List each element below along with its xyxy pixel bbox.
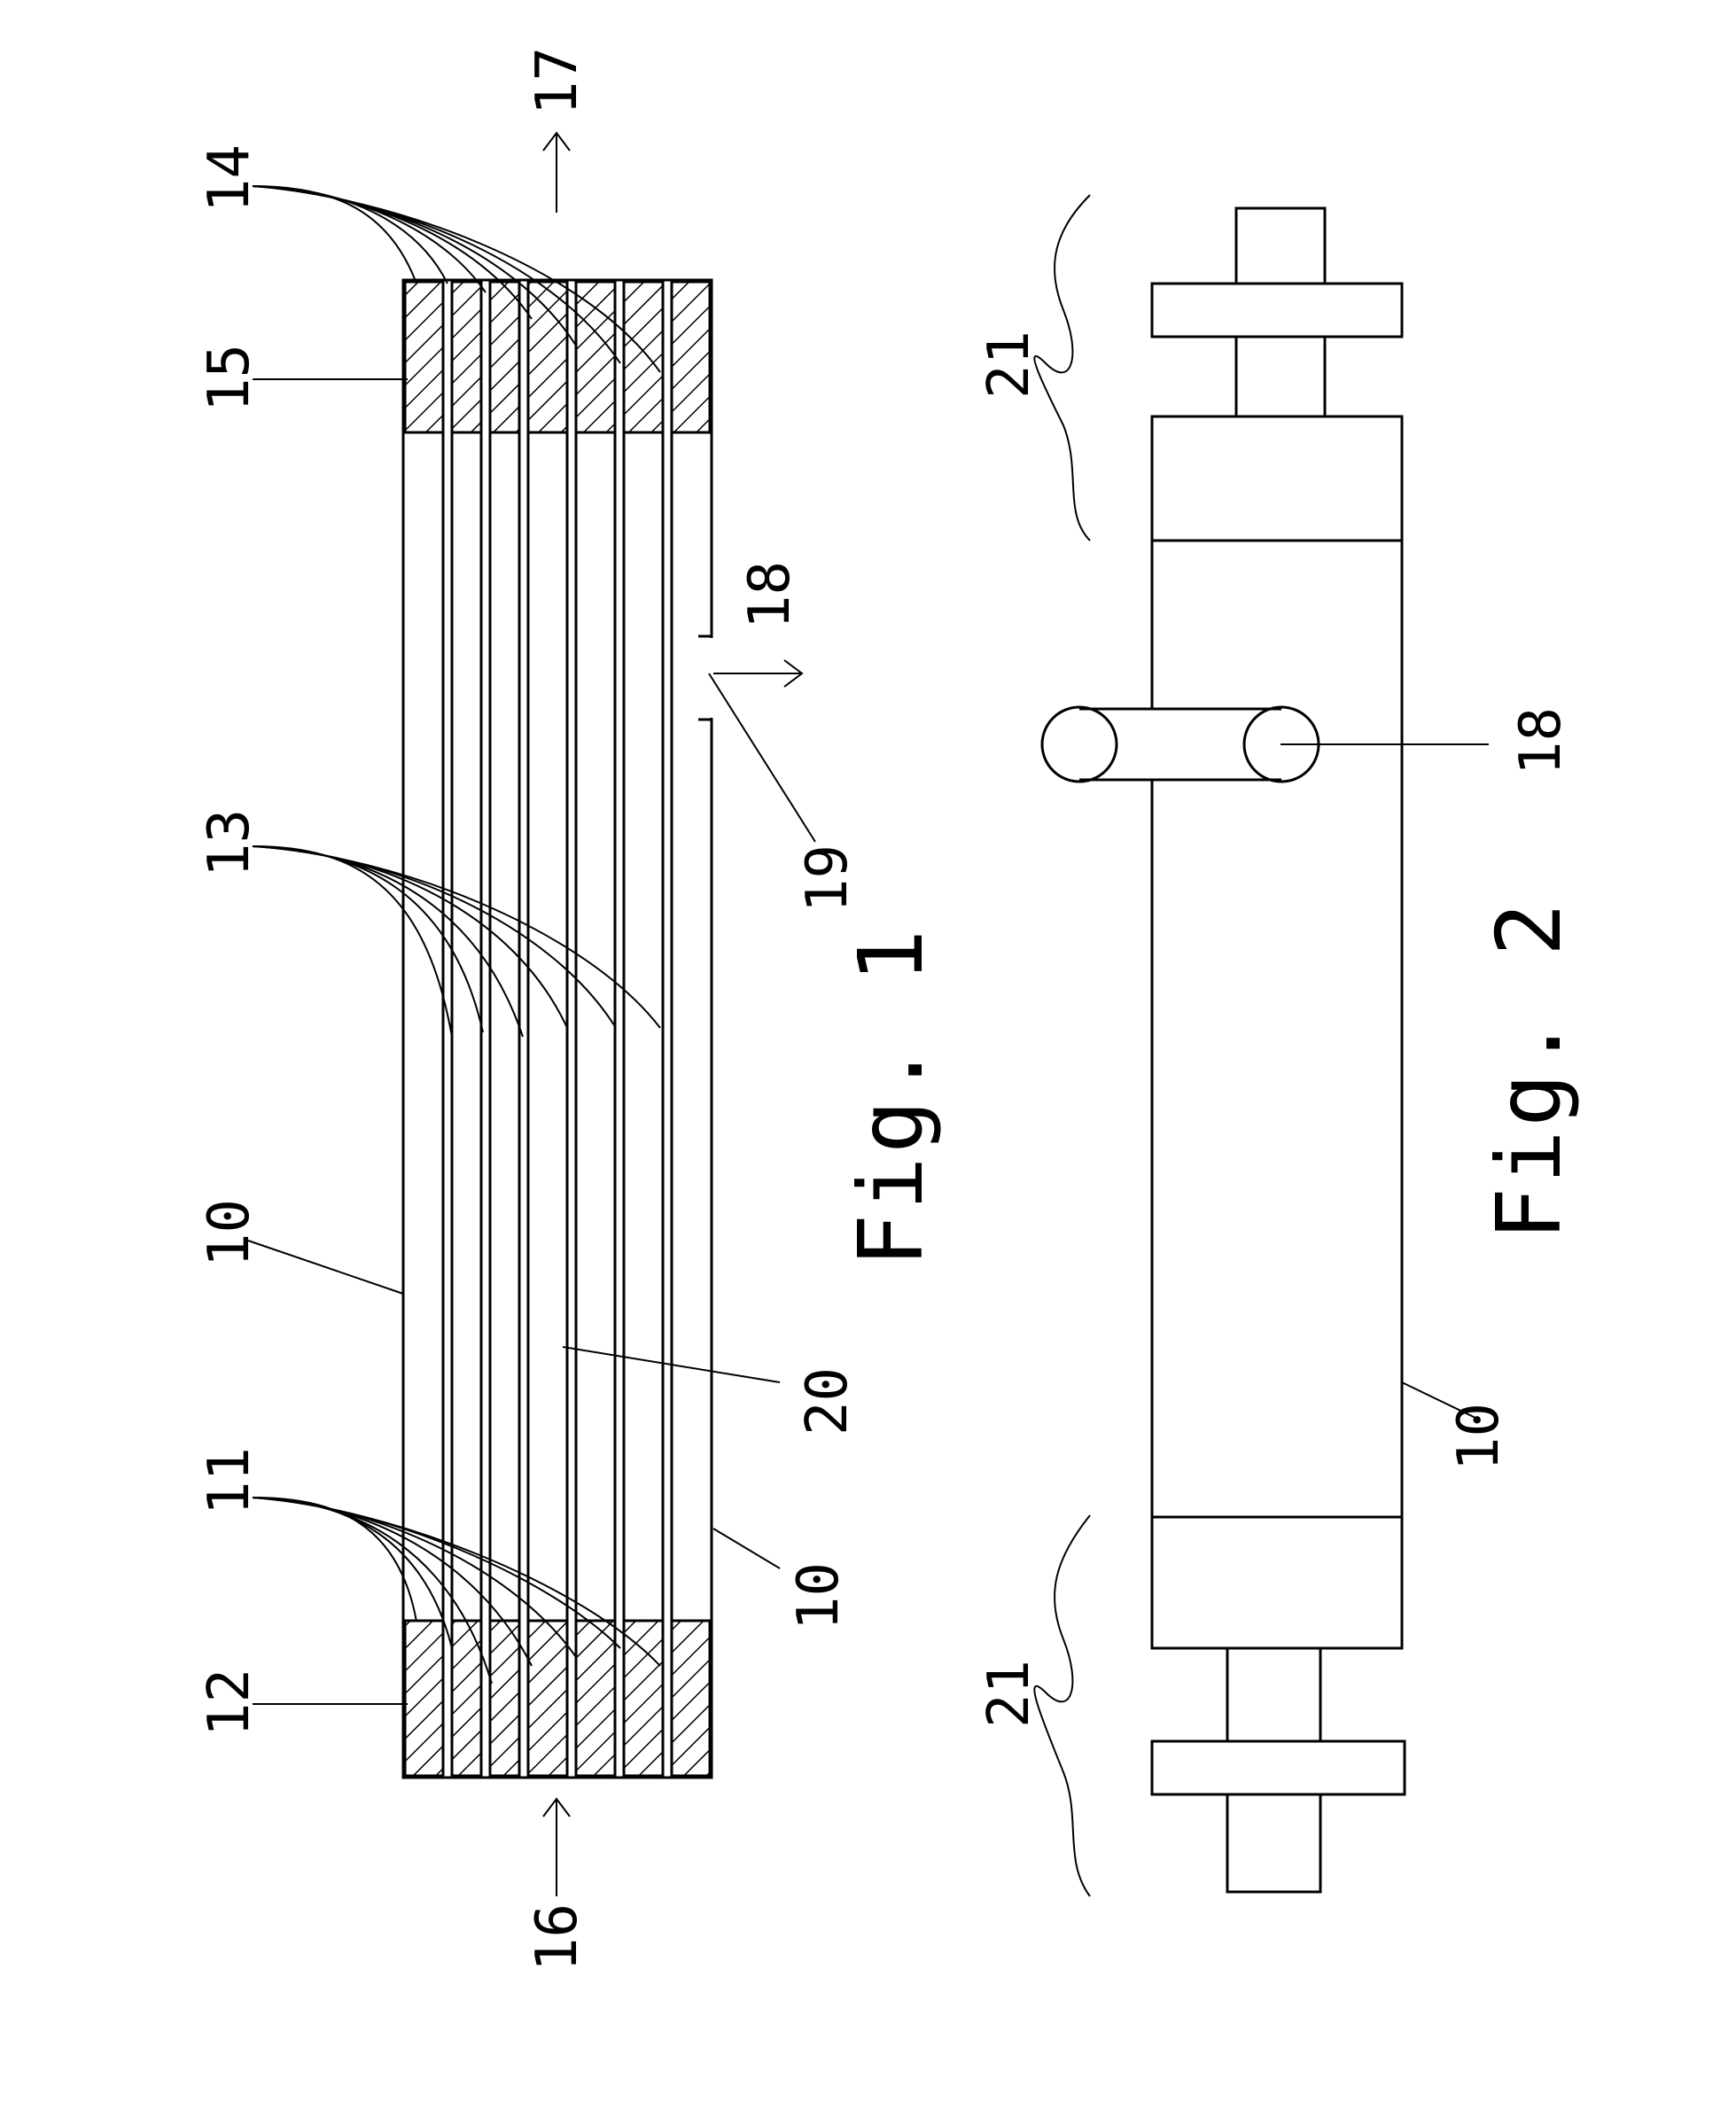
top-potting-seal xyxy=(405,282,710,432)
label-20: 20 xyxy=(795,1367,860,1436)
fig1-caption: Fig. 1 xyxy=(839,926,943,1267)
label-19: 19 xyxy=(795,844,860,913)
label-fig2-21-bottom: 21 xyxy=(977,1660,1042,1728)
label-13: 13 xyxy=(197,809,262,877)
top-end-fitting xyxy=(1152,208,1402,416)
label-14: 14 xyxy=(197,144,262,213)
brace-21-bottom xyxy=(1034,1515,1090,1896)
flow-arrow-17 xyxy=(543,133,570,213)
label-15: 15 xyxy=(197,344,262,412)
label-10-bottom: 10 xyxy=(786,1562,852,1630)
label-fig2-21-top: 21 xyxy=(977,331,1042,399)
leader-13 xyxy=(253,846,660,1037)
leader-19 xyxy=(709,673,815,842)
label-17: 17 xyxy=(525,47,590,115)
label-11: 11 xyxy=(197,1447,262,1515)
flow-arrow-16 xyxy=(543,1799,570,1896)
module-housing xyxy=(1152,416,1402,1648)
label-fig2-10: 10 xyxy=(1446,1403,1512,1471)
outlet-arrow-18 xyxy=(713,660,802,687)
label-16: 16 xyxy=(525,1903,590,1972)
side-port-18 xyxy=(1042,707,1319,782)
leader-10a xyxy=(248,1241,403,1294)
leader-10b xyxy=(713,1529,780,1568)
brace-21-top xyxy=(1034,195,1090,541)
figure-1: 14 15 13 10 11 12 17 16 18 19 20 10 Fig.… xyxy=(197,47,943,1972)
figure-2: 18 10 21 21 Fig. 2 xyxy=(977,195,1581,1896)
bottom-end-fitting xyxy=(1152,1648,1405,1892)
label-10-top: 10 xyxy=(197,1199,262,1267)
label-18: 18 xyxy=(737,561,803,629)
fig2-caption: Fig. 2 xyxy=(1477,899,1581,1241)
label-12: 12 xyxy=(197,1669,262,1737)
label-fig2-18: 18 xyxy=(1508,707,1574,775)
